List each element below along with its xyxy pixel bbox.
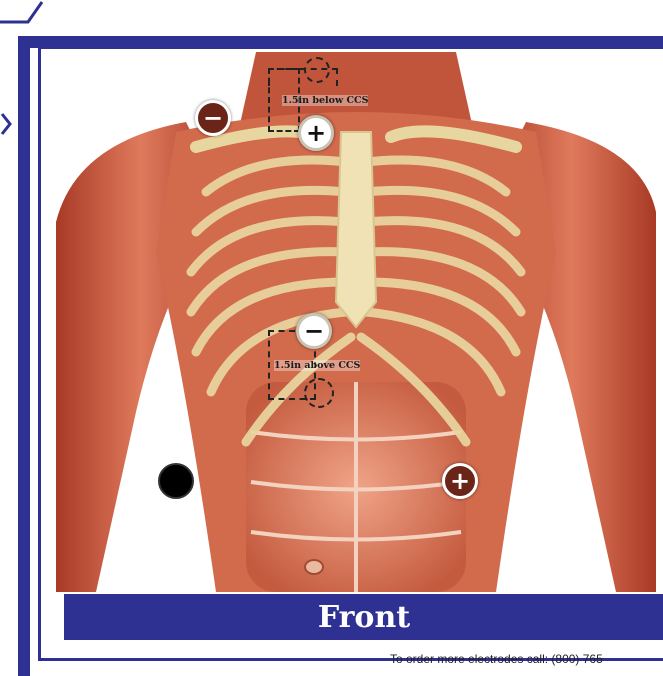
footer-order-text: To order more electrodes call: (800) 765 <box>390 652 603 666</box>
left-shoulder-negative-electrode: − <box>195 100 231 136</box>
upper-sternum-positive-electrode: + <box>298 115 334 151</box>
front-view-banner: Front <box>64 592 663 640</box>
sternum <box>336 132 376 327</box>
navel <box>305 560 323 574</box>
torso-anatomy-illustration <box>56 52 656 592</box>
lower-ccs-dotted-circle <box>304 378 334 408</box>
side-chevron-decoration <box>0 112 12 136</box>
ground-electrode <box>158 463 194 499</box>
right-abdomen-positive-electrode: + <box>442 463 478 499</box>
upper-ccs-dotted-circle <box>304 57 330 83</box>
upper-ccs-label: 1.5in below CCS <box>282 95 368 106</box>
corner-slash-decoration <box>0 0 60 30</box>
lower-sternum-negative-electrode: − <box>296 313 332 349</box>
lower-ccs-label: 1.5in above CCS <box>274 360 360 371</box>
torso-drawing <box>56 52 656 592</box>
banner-title: Front <box>318 600 410 635</box>
